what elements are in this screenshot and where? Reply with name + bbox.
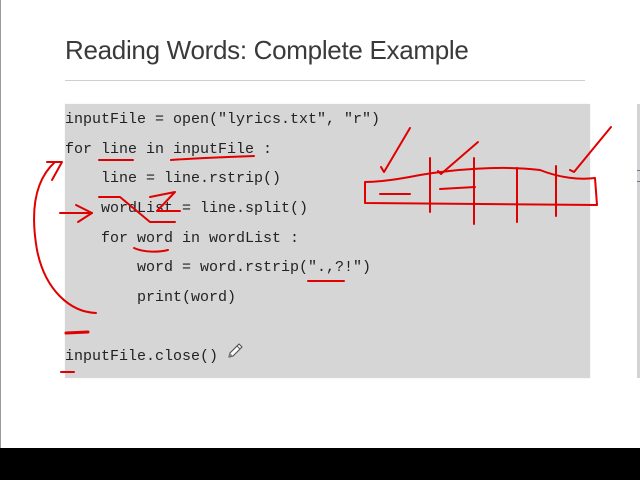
pencil-icon[interactable] [226, 342, 244, 360]
bottom-black-bar [0, 448, 640, 480]
code-line-3: line = line.rstrip() [65, 170, 282, 187]
slide-canvas: Reading Words: Complete Example inputFil… [0, 0, 640, 448]
code-line-1: inputFile = open("lyrics.txt", "r") [65, 111, 381, 128]
code-line-4: wordList = line.split() [65, 200, 309, 217]
code-line-5: for word in wordList : [65, 230, 300, 247]
code-line-6: word = word.rstrip(".,?!") [65, 259, 372, 276]
title-divider [65, 80, 585, 81]
next-slide-mark [637, 170, 640, 182]
code-line-2: for line in inputFile : [65, 141, 273, 158]
code-line-7: print(word) [65, 289, 237, 306]
slide-title: Reading Words: Complete Example [65, 35, 469, 65]
next-slide-preview[interactable] [637, 104, 640, 378]
code-line-9: inputFile.close() [65, 348, 219, 365]
code-block: inputFile = open("lyrics.txt", "r") for … [65, 104, 590, 378]
